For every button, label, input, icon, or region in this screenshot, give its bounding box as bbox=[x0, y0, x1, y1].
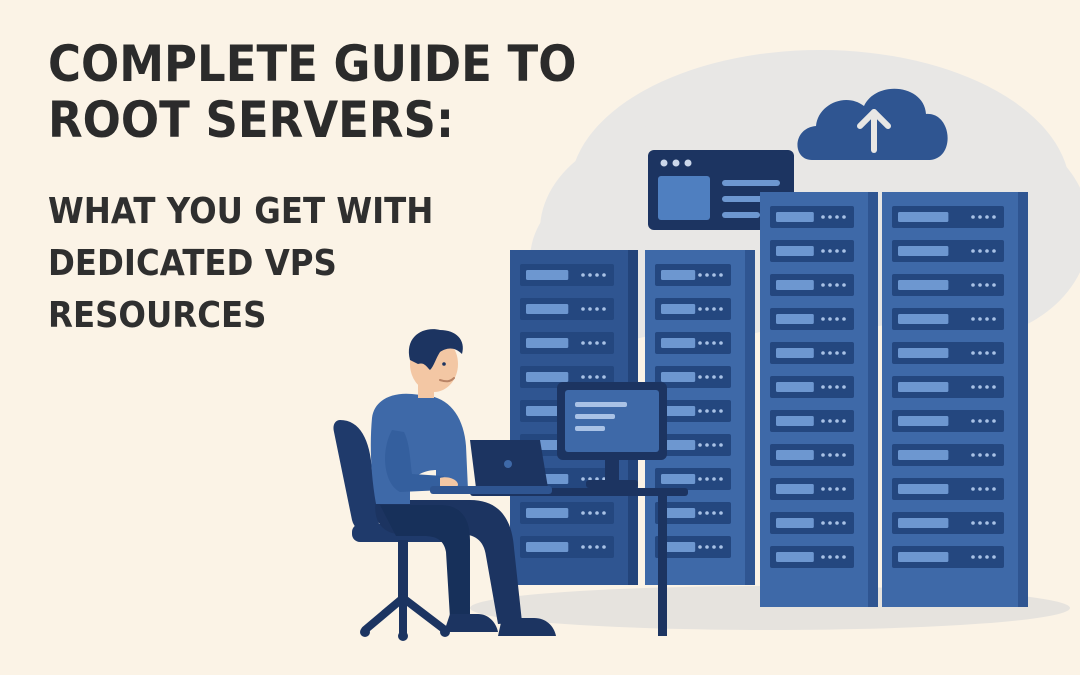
title-line-1: COMPLETE GUIDE TO bbox=[48, 35, 577, 93]
title-line-2: ROOT SERVERS: bbox=[48, 91, 454, 149]
office-chair bbox=[333, 420, 456, 641]
page-title: COMPLETE GUIDE TO ROOT SERVERS: bbox=[48, 36, 576, 148]
desktop-monitor-icon bbox=[557, 382, 667, 488]
laptop-icon bbox=[430, 440, 552, 494]
page-subtitle: WHAT YOU GET WITH DEDICATED VPS RESOURCE… bbox=[48, 186, 433, 342]
cloud-upload-icon bbox=[797, 88, 948, 160]
subtitle-line-1: WHAT YOU GET WITH bbox=[48, 191, 434, 232]
server-rack-icon bbox=[882, 192, 1028, 607]
subtitle-line-2: DEDICATED VPS bbox=[48, 243, 337, 284]
subtitle-line-3: RESOURCES bbox=[48, 295, 267, 336]
person-at-laptop bbox=[370, 329, 556, 636]
browser-window-icon bbox=[648, 150, 794, 230]
server-rack-icon bbox=[760, 192, 878, 607]
